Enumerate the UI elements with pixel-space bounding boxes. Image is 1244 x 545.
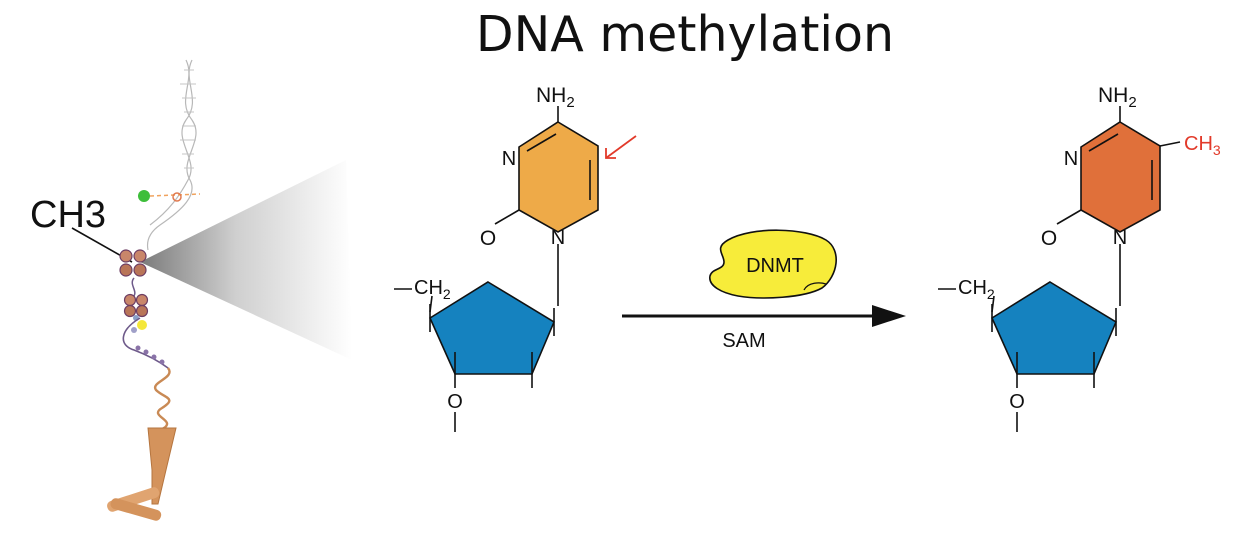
cytosine-ring — [518, 121, 599, 233]
enzyme-label: DNMT — [746, 255, 804, 277]
orange-marker-dot — [172, 192, 182, 202]
cytosine-n3: N — [502, 148, 516, 170]
methylation-site-arrow — [605, 135, 637, 159]
cofactor-label: SAM — [722, 330, 765, 352]
sugar-ch2-left: CH2 — [414, 277, 451, 302]
sugar-o-right: O — [1009, 391, 1025, 413]
methylcytosine-ring — [1080, 121, 1161, 233]
methyl-group-label: CH3 — [1184, 133, 1221, 158]
chromatin-ch3-label: CH3 — [30, 194, 107, 236]
dnmt-enzyme-blob — [709, 229, 837, 299]
cytosine-carbonyl-o: O — [480, 227, 496, 250]
green-marker-dot — [138, 190, 150, 202]
deoxyribose-sugar-left — [428, 281, 556, 375]
methylcytosine-n1: N — [1113, 227, 1127, 249]
methylcytosine-carbonyl-o: O — [1041, 227, 1057, 250]
cytosine-n1: N — [551, 227, 565, 249]
dna-helix-strand — [146, 59, 197, 251]
sugar-o-left: O — [447, 391, 463, 413]
chromatin-illustration — [71, 59, 352, 521]
yellow-marker-dot — [137, 320, 147, 330]
chromosome-arm-top — [147, 427, 177, 505]
chromosome-x — [107, 487, 162, 521]
reaction-step: DNMT SAM — [622, 229, 906, 352]
sugar-ch2-right: CH2 — [958, 277, 995, 302]
cytosine-amine: NH2 — [536, 84, 575, 111]
methylcytosine-nucleotide: NH2 CH3 N N O CH2 O — [938, 84, 1221, 432]
nucleosome-lower — [123, 293, 149, 318]
deoxyribose-sugar-right — [990, 281, 1118, 375]
methylcytosine-amine: NH2 — [1098, 84, 1137, 111]
cytosine-nucleotide: NH2 N N O CH2 O — [394, 84, 637, 432]
nucleosome-upper — [119, 249, 147, 277]
methylcytosine-n3: N — [1064, 148, 1078, 170]
diagram-title: DNA methylation — [475, 6, 895, 63]
zoom-cone — [140, 160, 352, 360]
